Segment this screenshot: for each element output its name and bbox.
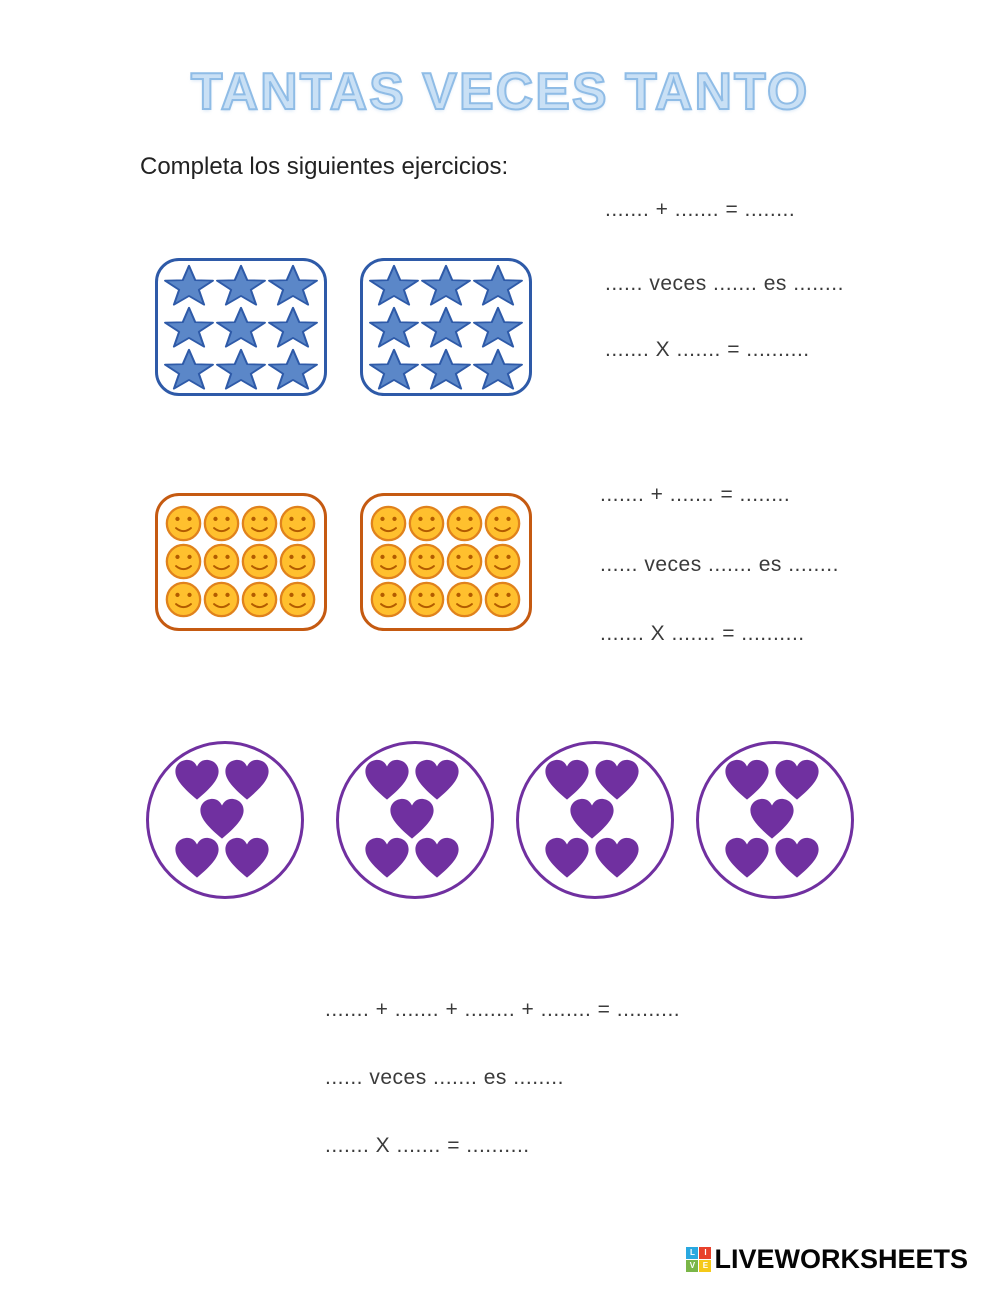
star-grid-2 <box>368 264 524 390</box>
smiley-icon <box>446 581 483 618</box>
heart-icon <box>725 759 769 800</box>
liveworksheets-icon: L I V E <box>686 1247 712 1272</box>
smiley-icon <box>165 581 202 618</box>
star-icon <box>216 348 266 390</box>
smiley-icon <box>165 543 202 580</box>
smiley-icon <box>279 581 316 618</box>
exercise2-mult-line[interactable]: ....... X ....... = .......... <box>600 622 805 645</box>
star-icon <box>164 306 214 348</box>
instruction-text: Completa los siguientes ejercicios: <box>140 153 509 180</box>
smiley-icon <box>241 505 278 542</box>
exercise3-mult-line[interactable]: ....... X ....... = .......... <box>325 1134 530 1157</box>
smiley-icon <box>446 505 483 542</box>
smiley-icon <box>279 505 316 542</box>
heart-icon <box>545 759 589 800</box>
smiley-group-2 <box>360 493 532 631</box>
heart-cluster-2 <box>351 758 479 882</box>
smiley-icon <box>408 581 445 618</box>
heart-group-1 <box>146 741 304 899</box>
heart-icon <box>595 837 639 878</box>
star-icon <box>421 306 471 348</box>
logo-square-v: V <box>686 1260 699 1272</box>
smiley-icon <box>279 543 316 580</box>
heart-icon <box>570 798 614 839</box>
heart-icon <box>365 759 409 800</box>
smiley-group-1 <box>155 493 327 631</box>
star-icon <box>421 264 471 306</box>
heart-icon <box>200 798 244 839</box>
heart-group-4 <box>696 741 854 899</box>
heart-icon <box>365 837 409 878</box>
heart-cluster-1 <box>161 758 289 882</box>
heart-icon <box>725 837 769 878</box>
smiley-icon <box>370 581 407 618</box>
star-group-1 <box>155 258 327 396</box>
smiley-icon <box>446 543 483 580</box>
heart-icon <box>775 759 819 800</box>
star-icon <box>216 306 266 348</box>
star-icon <box>268 264 318 306</box>
smiley-icon <box>203 543 240 580</box>
star-icon <box>473 306 523 348</box>
exercise1-veces-line[interactable]: ...... veces ....... es ........ <box>605 272 844 295</box>
heart-icon <box>415 759 459 800</box>
star-icon <box>369 348 419 390</box>
heart-icon <box>390 798 434 839</box>
heart-group-2 <box>336 741 494 899</box>
exercise2-sum-line[interactable]: ....... + ....... = ........ <box>600 483 791 506</box>
heart-icon <box>415 837 459 878</box>
heart-icon <box>775 837 819 878</box>
smiley-icon <box>484 505 521 542</box>
star-icon <box>421 348 471 390</box>
smiley-icon <box>370 543 407 580</box>
heart-icon <box>595 759 639 800</box>
star-grid-1 <box>163 264 319 390</box>
smiley-icon <box>241 581 278 618</box>
smiley-icon <box>408 543 445 580</box>
star-icon <box>473 348 523 390</box>
exercise1-sum-line[interactable]: ....... + ....... = ........ <box>605 198 796 221</box>
exercise1-mult-line[interactable]: ....... X ....... = .......... <box>605 338 810 361</box>
star-icon <box>268 306 318 348</box>
exercise3-veces-line[interactable]: ...... veces ....... es ........ <box>325 1066 564 1089</box>
exercise2-veces-line[interactable]: ...... veces ....... es ........ <box>600 553 839 576</box>
star-group-2 <box>360 258 532 396</box>
heart-icon <box>545 837 589 878</box>
smiley-icon <box>203 581 240 618</box>
heart-icon <box>175 837 219 878</box>
heart-icon <box>175 759 219 800</box>
smiley-icon <box>241 543 278 580</box>
star-icon <box>216 264 266 306</box>
smiley-grid-2 <box>370 505 522 619</box>
smiley-icon <box>203 505 240 542</box>
heart-icon <box>225 837 269 878</box>
star-icon <box>164 264 214 306</box>
worksheet-title: TANTAS VECES TANTO <box>190 62 810 122</box>
smiley-icon <box>408 505 445 542</box>
star-icon <box>473 264 523 306</box>
smiley-grid-1 <box>165 505 317 619</box>
smiley-icon <box>484 543 521 580</box>
star-icon <box>369 264 419 306</box>
heart-cluster-4 <box>711 758 839 882</box>
exercise3-sum-line[interactable]: ....... + ....... + ........ + ........ … <box>325 998 681 1021</box>
smiley-icon <box>165 505 202 542</box>
liveworksheets-wordmark: LIVEWORKSHEETS <box>714 1244 968 1274</box>
smiley-icon <box>370 505 407 542</box>
heart-cluster-3 <box>531 758 659 882</box>
liveworksheets-logo[interactable]: L I V E LIVEWORKSHEETS <box>686 1244 968 1275</box>
star-icon <box>369 306 419 348</box>
smiley-icon <box>484 581 521 618</box>
star-icon <box>164 348 214 390</box>
logo-square-e: E <box>699 1260 712 1272</box>
logo-square-i: I <box>699 1247 712 1259</box>
logo-square-l: L <box>686 1247 699 1259</box>
heart-icon <box>225 759 269 800</box>
heart-group-3 <box>516 741 674 899</box>
star-icon <box>268 348 318 390</box>
heart-icon <box>750 798 794 839</box>
